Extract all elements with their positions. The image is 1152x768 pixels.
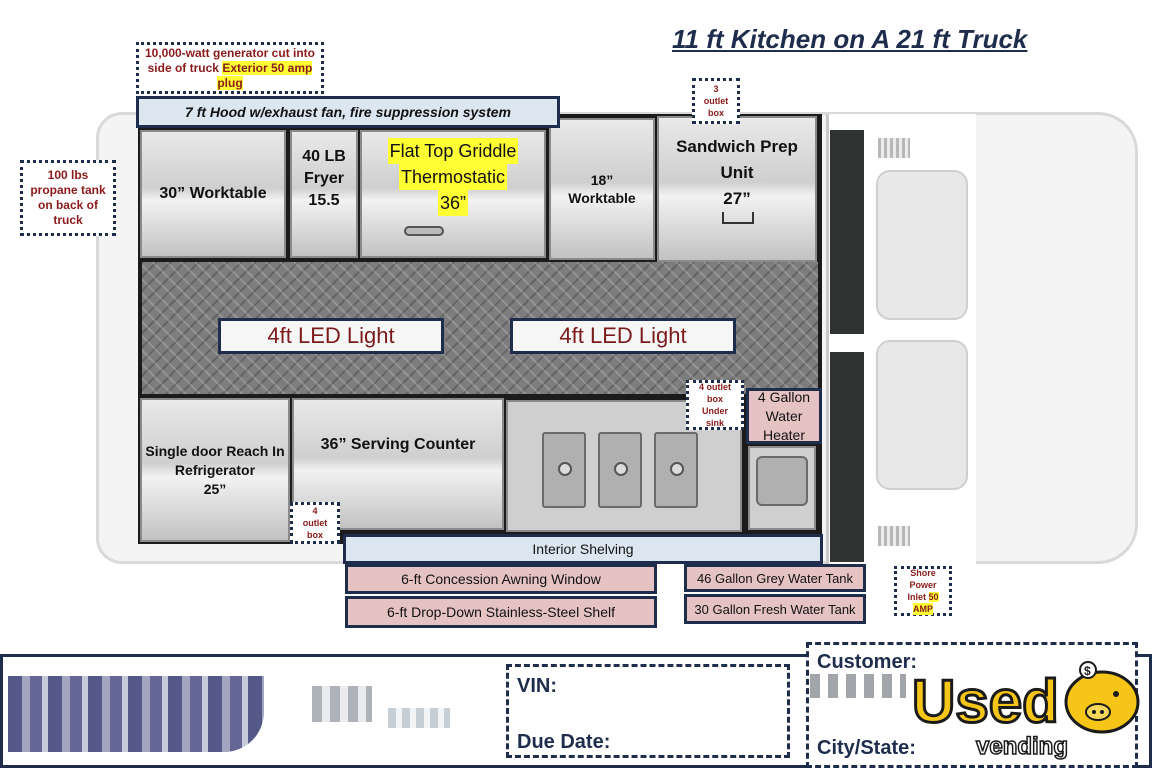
fryer-line2: Fryer: [303, 170, 345, 187]
outlet-3-line3: box: [707, 108, 724, 118]
grey-water-tank: 46 Gallon Grey Water Tank: [684, 564, 866, 592]
logo-sub-text: vending: [976, 733, 1068, 760]
shore-power-line2: Power: [909, 580, 937, 590]
water-heater-line1: 4 Gallon: [757, 388, 811, 405]
drain-icon: [558, 462, 572, 476]
svg-text:$: $: [1084, 664, 1091, 678]
worktable-18-line2: Worktable: [568, 190, 636, 206]
outlet-box-3: 3 outlet box: [692, 78, 740, 124]
outlet-4-sink-line1: 4 outlet: [698, 382, 731, 392]
blurred-dealer-logo: [8, 676, 264, 752]
sandwich-prep-handle: [722, 212, 754, 224]
outlet-4-counter-line2: outlet: [302, 518, 328, 528]
refrigerator-line2: Refrigerator: [174, 461, 256, 478]
concession-awning-window: 6-ft Concession Awning Window: [345, 564, 657, 594]
water-heater: 4 Gallon Water Heater: [746, 388, 822, 444]
outlet-3-line1: 3: [713, 84, 719, 94]
blurred-customer-name: [810, 674, 906, 698]
used-vending-logo: Used vending $: [906, 656, 1146, 766]
fresh-water-tank: 30 Gallon Fresh Water Tank: [684, 594, 866, 624]
worktable-30-label: 30” Worktable: [159, 185, 267, 202]
sink-basin: [654, 432, 698, 508]
cab-vent-lower: [878, 526, 910, 546]
blurred-text: [388, 708, 450, 728]
outlet-box-counter: 4 outlet box: [290, 502, 340, 544]
shore-power-line3: Inlet: [907, 592, 929, 602]
outlet-4-sink-line3: Under: [701, 406, 728, 416]
cab-vent-upper: [878, 138, 910, 158]
hood-label: 7 ft Hood w/exhaust fan, fire suppressio…: [136, 96, 560, 128]
outlet-3-line2: outlet: [703, 96, 729, 106]
worktable-30: 30” Worktable: [140, 130, 286, 258]
drop-down-shelf: 6-ft Drop-Down Stainless-Steel Shelf: [345, 596, 657, 628]
worktable-18: 18” Worktable: [549, 118, 655, 260]
outlet-4-sink-line4: sink: [705, 418, 724, 428]
drain-icon: [614, 462, 628, 476]
cab-dark-panel-upper: [830, 130, 864, 334]
worktable-18-line1: 18”: [590, 172, 614, 188]
shore-power-line4: AMP: [913, 603, 933, 615]
griddle-line2: Thermostatic: [398, 164, 508, 190]
hand-sink-bowl: [756, 456, 808, 506]
fryer-line3: 15.5: [308, 192, 340, 209]
propane-note: 100 lbs propane tank on back of truck: [20, 160, 116, 236]
fryer-line1: 40 LB: [302, 148, 346, 165]
sandwich-prep-unit: Sandwich Prep Unit 27”: [657, 116, 817, 262]
logo-graphic: Used vending $: [911, 661, 1140, 761]
vin-field-box: VIN: Due Date:: [506, 664, 790, 758]
water-heater-line3: Heater: [762, 426, 806, 443]
page-title: 11 ft Kitchen on A 21 ft Truck: [672, 24, 1028, 54]
three-compartment-sink: [506, 400, 742, 532]
generator-note-text: 10,000-watt generator cut into side of t…: [144, 45, 316, 75]
led-light-1: 4ft LED Light: [218, 318, 444, 354]
refrigerator-line1: Single door Reach In: [145, 442, 285, 459]
griddle: Flat Top Griddle Thermostatic 36”: [360, 130, 546, 258]
outlet-4-counter-line1: 4: [312, 506, 318, 516]
outlet-4-counter-line3: box: [306, 530, 323, 540]
blurred-text: [312, 686, 372, 722]
refrigerator-line3: 25”: [203, 480, 227, 497]
interior-shelving: Interior Shelving: [343, 534, 823, 564]
sandwich-prep-line3: 27”: [723, 189, 751, 208]
shore-power-inlet: Shore Power Inlet 50 AMP: [894, 566, 952, 616]
fryer: 40 LB Fryer 15.5: [290, 130, 358, 258]
cab-window-upper: [876, 170, 968, 320]
sandwich-prep-line1: Sandwich Prep: [676, 137, 798, 156]
shore-power-line1: Shore: [910, 568, 936, 578]
outlet-box-under-sink: 4 outlet box Under sink: [686, 380, 744, 430]
city-state-label: City/State:: [817, 737, 916, 759]
due-date-label: Due Date:: [517, 731, 611, 753]
water-heater-line2: Water: [765, 407, 803, 424]
sink-basin: [598, 432, 642, 508]
generator-note: 10,000-watt generator cut into side of t…: [136, 42, 324, 94]
drain-icon: [670, 462, 684, 476]
pig-icon: $: [1064, 661, 1140, 734]
shore-power-amp-highlight: 50: [928, 592, 939, 602]
cab-dark-panel-lower: [830, 352, 864, 562]
customer-label: Customer:: [817, 651, 918, 673]
sandwich-prep-line2: Unit: [720, 163, 754, 182]
griddle-handle: [404, 226, 444, 236]
sink-basin: [542, 432, 586, 508]
led-light-2: 4ft LED Light: [510, 318, 736, 354]
reach-in-refrigerator: Single door Reach In Refrigerator 25”: [140, 398, 290, 542]
outlet-4-sink-line2: box: [706, 394, 723, 404]
logo-main-text: Used: [912, 668, 1059, 735]
cab-window-lower: [876, 340, 968, 490]
vin-label: VIN:: [517, 675, 557, 697]
griddle-line3: 36”: [437, 190, 468, 216]
generator-note-highlight: Exterior 50 amp plug: [217, 60, 313, 90]
griddle-line1: Flat Top Griddle: [387, 138, 519, 164]
serving-counter-label: 36” Serving Counter: [320, 436, 476, 453]
